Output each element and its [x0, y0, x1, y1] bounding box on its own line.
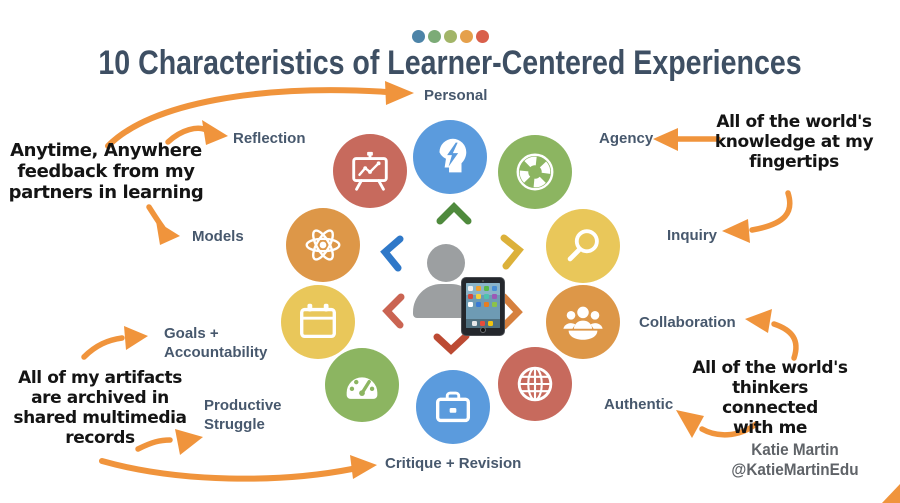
dot-blue	[411, 30, 425, 43]
attribution: Katie Martin @KatieMartinEdu	[705, 440, 885, 479]
life-ring-icon	[516, 153, 554, 191]
gauge-icon	[346, 377, 378, 399]
tablet-device	[461, 277, 505, 336]
tablet-home-button	[480, 327, 486, 333]
calendar-icon	[300, 303, 336, 339]
note-worlds-thinkers: All of the world's thinkers connected wi…	[692, 358, 848, 439]
tablet-screen	[466, 283, 500, 328]
page-title: 10 Characteristics of Learner-Centered E…	[98, 44, 802, 82]
circle-agency	[498, 135, 572, 209]
title-dots	[0, 30, 900, 43]
circle-goals	[281, 285, 355, 359]
label-models: Models	[192, 228, 244, 245]
dot-green	[427, 30, 441, 43]
label-critique-revision: Critique + Revision	[385, 455, 522, 472]
circle-personal	[413, 120, 487, 194]
label-agency: Agency	[599, 130, 654, 147]
atom-icon	[305, 229, 341, 261]
circle-models	[286, 208, 360, 282]
tablet-camera-dot	[482, 280, 484, 282]
dot-orange	[459, 30, 473, 43]
label-personal: Personal	[424, 87, 488, 104]
dot-olive	[443, 30, 457, 43]
chevron-upper-right	[500, 234, 524, 270]
arrow-to-models	[146, 204, 180, 245]
note-anytime-anywhere: Anytime, Anywhere feedback from my partn…	[8, 140, 204, 204]
circle-inquiry	[546, 209, 620, 283]
label-collaboration: Collaboration	[639, 314, 736, 331]
circle-collaboration	[546, 285, 620, 359]
attribution-name: Katie Martin	[751, 440, 839, 459]
circle-authentic	[498, 347, 572, 421]
globe-icon	[517, 366, 553, 402]
briefcase-icon	[435, 391, 471, 423]
arrow-to-goals	[81, 326, 148, 360]
tablet-homescreen	[466, 283, 500, 328]
chevron-down	[433, 332, 470, 355]
label-productive-struggle: Productive Struggle	[204, 397, 282, 433]
chevron-lower-left	[382, 293, 405, 329]
attribution-handle: @KatieMartinEdu	[731, 459, 859, 479]
note-worlds-knowledge: All of the world's knowledge at my finge…	[714, 112, 874, 173]
arrow-to-collaboration	[745, 309, 799, 361]
people-group-icon	[563, 306, 603, 340]
corner-arrow-tip	[882, 484, 900, 503]
arrow-to-inquiry	[722, 190, 793, 243]
chevron-up	[436, 202, 472, 225]
circle-struggle	[325, 348, 399, 422]
label-goals-accountability: Goals + Accountability	[164, 325, 268, 361]
label-authentic: Authentic	[604, 396, 674, 413]
learner-silhouette-head	[427, 244, 465, 282]
presentation-chart-icon	[352, 151, 388, 191]
circle-critique	[416, 370, 490, 444]
dot-red	[475, 30, 489, 43]
magnifier-icon	[567, 229, 599, 262]
chevron-upper-left	[380, 235, 404, 272]
chevron-lower-right	[500, 293, 523, 330]
head-lightning-icon	[439, 138, 467, 173]
arrow-to-critique	[99, 455, 377, 482]
circle-reflection	[333, 134, 407, 208]
label-reflection: Reflection	[233, 130, 306, 147]
note-artifacts-archived: All of my artifacts are archived in shar…	[13, 368, 187, 449]
label-inquiry: Inquiry	[667, 227, 718, 244]
